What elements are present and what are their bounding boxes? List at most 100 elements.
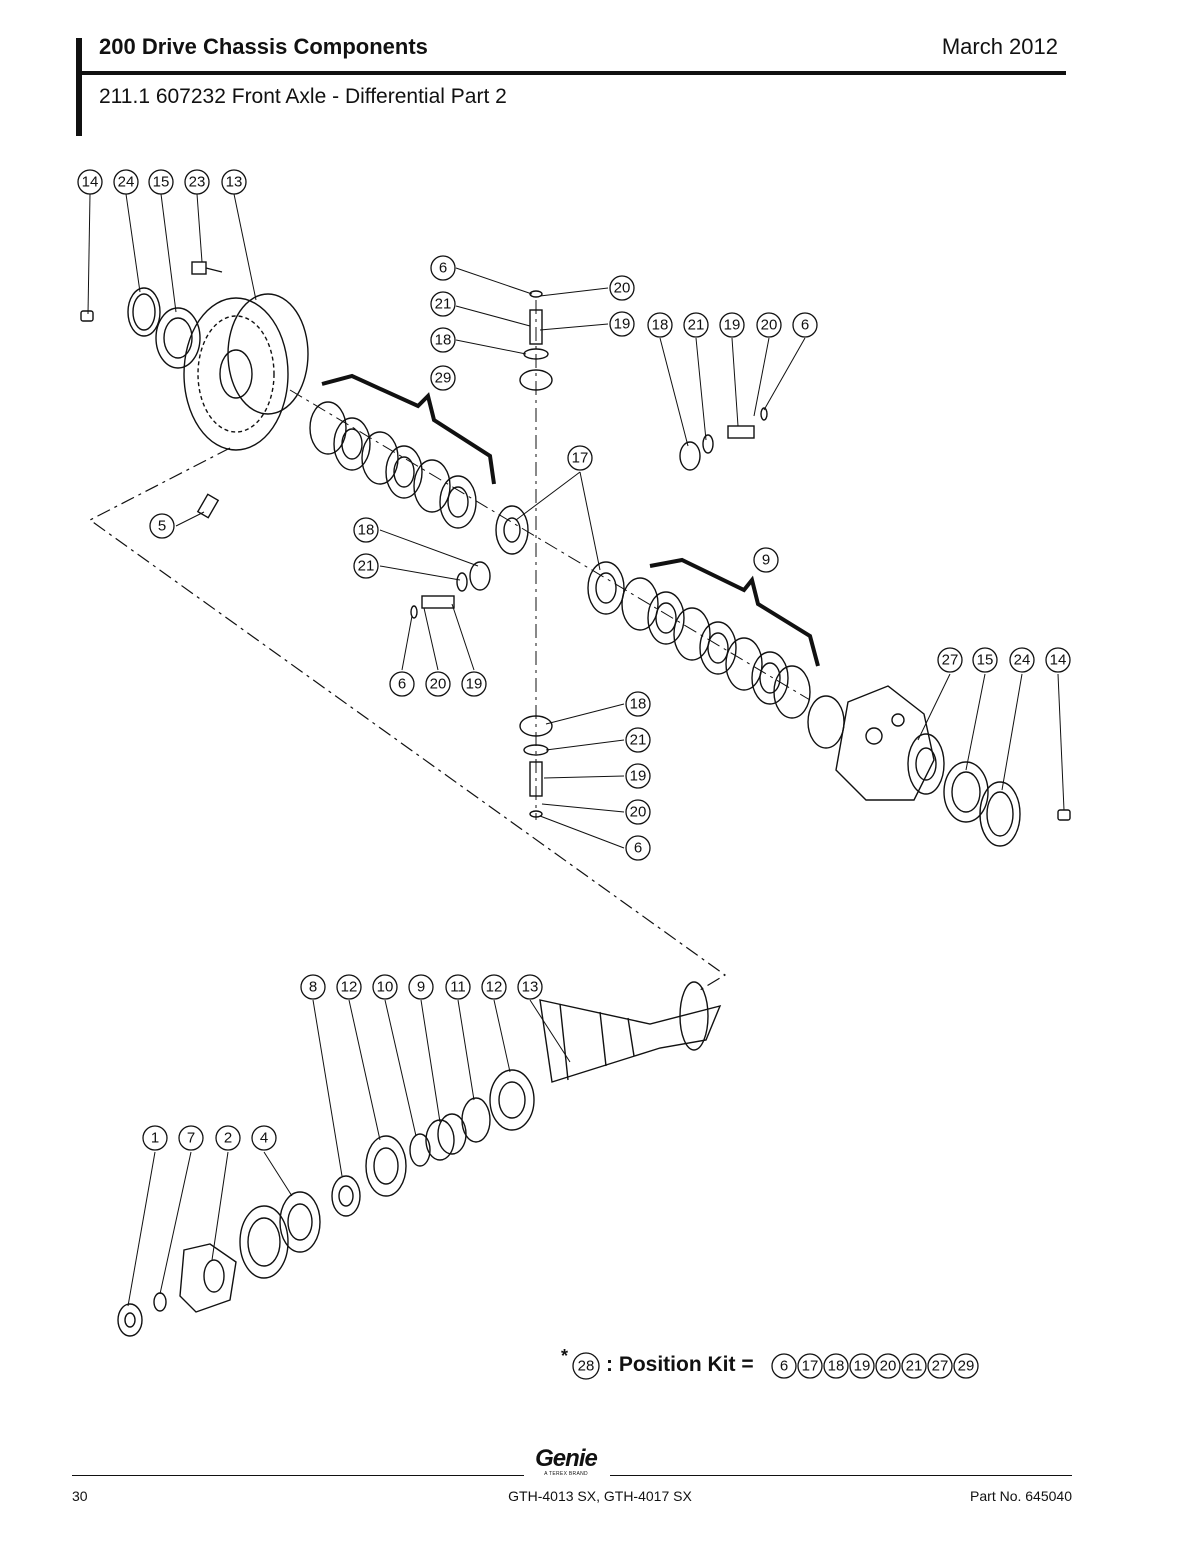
kit-item-19: 19 [849,1353,875,1379]
bearing-case-side [943,761,989,823]
callout-group-yoke: 1 7 2 4 [142,1125,277,1151]
svg-text:21: 21 [630,732,647,749]
svg-text:18: 18 [828,1358,845,1375]
svg-text:19: 19 [614,316,631,333]
svg-text:15: 15 [977,652,994,669]
adjuster-ring-case-side [979,781,1021,847]
svg-text:18: 18 [435,332,452,349]
callout-23: 23 [184,169,210,195]
svg-text:10: 10 [377,979,394,996]
kit-asterisk: * [561,1346,569,1366]
svg-text:27: 27 [942,652,959,669]
yoke-2 [179,1243,237,1313]
revision-date: March 2012 [941,34,1058,59]
section-title: 200 Drive Chassis Components [99,34,428,59]
header-left-bar [76,38,82,136]
logo-name: Genie [535,1445,598,1472]
callout-kit-28: 28 [572,1352,600,1380]
svg-text:9: 9 [417,979,425,996]
kit-item-27: 27 [927,1353,953,1379]
callout-15: 15 [972,647,998,673]
callout-8: 8 [300,974,326,1000]
footer-rule-right [610,1475,1072,1476]
side-gear-left [495,505,529,555]
svg-text:19: 19 [630,768,647,785]
callout-group-top-left: 14 24 15 23 13 [77,169,247,195]
callout-24: 24 [113,169,139,195]
assembly-path-line [88,447,727,991]
callout-1: 1 [142,1125,168,1151]
callout-18: 18 [430,327,456,353]
svg-text:5: 5 [158,518,166,535]
callout-15: 15 [148,169,174,195]
svg-text:20: 20 [761,317,778,334]
svg-text:14: 14 [1050,652,1067,669]
svg-text:17: 17 [802,1358,819,1375]
kit-item-17: 17 [797,1353,823,1379]
callout-20: 20 [756,312,782,338]
kit-item-20: 20 [875,1353,901,1379]
svg-text:21: 21 [906,1358,923,1375]
callout-group-center: 17 5 18 21 [149,445,593,579]
ring-gear [183,293,309,451]
svg-text:6: 6 [634,840,642,857]
model-names: GTH-4013 SX, GTH-4017 SX [508,1488,692,1504]
svg-text:19: 19 [854,1358,871,1375]
callout-group-pinion: 8 12 10 9 11 12 13 [300,974,543,1000]
callout-21: 21 [683,312,709,338]
callout-24: 24 [1009,647,1035,673]
svg-text:6: 6 [439,260,447,277]
svg-text:20: 20 [630,804,647,821]
callout-13: 13 [517,974,543,1000]
svg-text:6: 6 [801,317,809,334]
callout-17: 17 [567,445,593,471]
callout-12: 12 [481,974,507,1000]
pinion-nut-8 [331,1175,361,1217]
callout-2: 2 [215,1125,241,1151]
callout-group-right-cluster: 18 21 19 20 6 [647,312,818,338]
position-kit-label: : Position Kit = [606,1353,754,1376]
spider-gear-bottom [519,715,553,818]
callout-14: 14 [77,169,103,195]
kit-item-21: 21 [901,1353,927,1379]
callout-6: 6 [389,671,415,697]
svg-text:19: 19 [724,317,741,334]
callout-5: 5 [149,513,175,539]
callout-18: 18 [647,312,673,338]
page-number: 30 [72,1488,88,1504]
callout-18: 18 [625,691,651,717]
callout-19: 19 [609,311,635,337]
callout-19: 19 [461,671,487,697]
svg-text:13: 13 [522,979,539,996]
logo-tagline: A TEREX BRAND [544,1471,588,1477]
clutch-pack-right [621,577,811,719]
callout-group-case: 27 15 24 14 [937,647,1071,673]
yoke-nut-1 [117,1303,143,1337]
spider-gear-right [679,407,768,471]
svg-text:4: 4 [260,1130,268,1147]
plug-14-right [1057,809,1071,821]
spider-gear-left [410,561,491,619]
callout-group-lower-left: 6 20 19 [389,671,487,697]
svg-text:23: 23 [189,174,206,191]
svg-text:29: 29 [958,1358,975,1375]
pinion-bearing [489,1069,535,1131]
clutch-bracket-right [649,557,820,667]
svg-text:6: 6 [780,1358,788,1375]
callout-13: 13 [221,169,247,195]
callout-20: 20 [425,671,451,697]
kit-item-18: 18 [823,1353,849,1379]
callout-14: 14 [1045,647,1071,673]
svg-text:21: 21 [435,296,452,313]
svg-text:21: 21 [358,558,375,575]
svg-text:9: 9 [762,552,770,569]
pinion-shaft [539,981,722,1083]
svg-text:19: 19 [466,676,483,693]
kit-item-6: 6 [771,1353,797,1379]
callout-21: 21 [430,291,456,317]
svg-text:24: 24 [1014,652,1031,669]
callout-12: 12 [336,974,362,1000]
svg-text:13: 13 [226,174,243,191]
o-ring-10 [409,1133,431,1167]
